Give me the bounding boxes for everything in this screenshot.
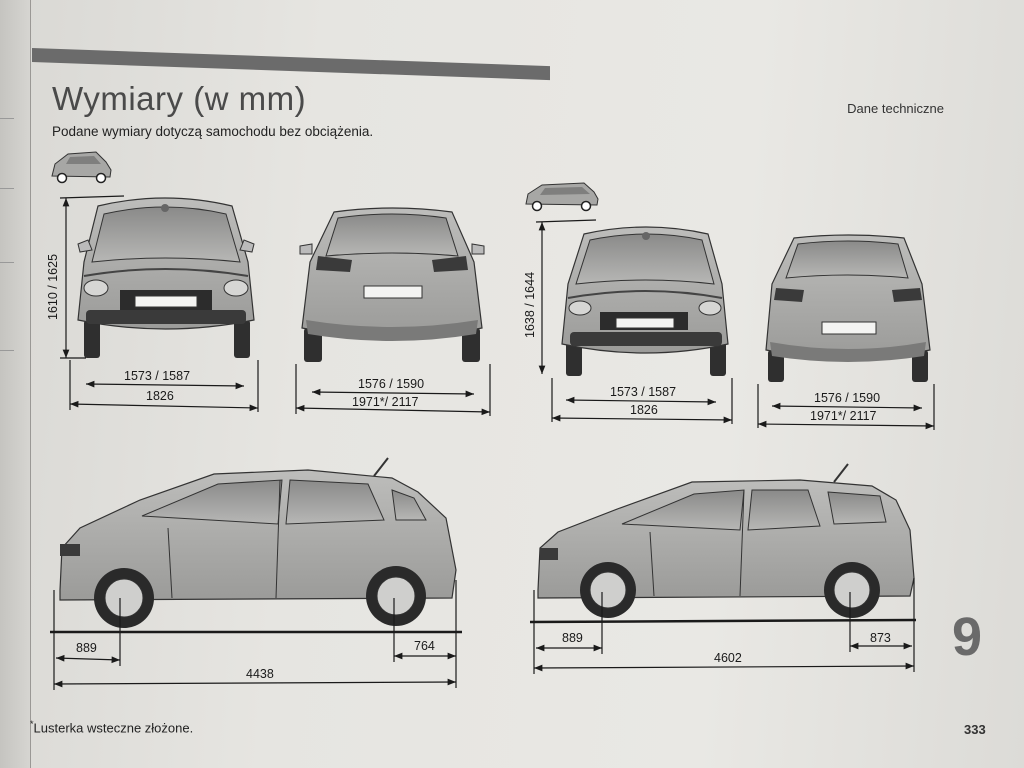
- grand-rear-width-label: 1971*/ 2117: [810, 409, 877, 423]
- chapter-number: 9: [952, 607, 983, 667]
- grand-car-icon: [525, 182, 599, 212]
- dimension-lines: [50, 195, 935, 690]
- footnote-marker: *: [30, 719, 34, 729]
- grand-rear-track-label: 1576 / 1590: [814, 391, 880, 405]
- grand-height-label: 1638 / 1644: [523, 272, 537, 338]
- compact-front-width-label: 1826: [146, 389, 174, 403]
- section-name: Dane techniczne: [847, 101, 944, 116]
- footnote-text: Lusterka wsteczne złożone.: [33, 720, 194, 736]
- footnote: *Lusterka wsteczne złożone.: [30, 719, 193, 735]
- grand-rear-view: [765, 234, 931, 382]
- grand-front-track-label: 1573 / 1587: [610, 385, 676, 399]
- compact-front-track-label: 1573 / 1587: [124, 369, 190, 383]
- page-subtitle: Podane wymiary dotyczą samochodu bez obc…: [52, 124, 374, 139]
- page-number: 333: [964, 722, 986, 737]
- compact-car-icon: [51, 151, 112, 184]
- grand-side-view: [537, 463, 915, 618]
- page-title: Wymiary (w mm): [52, 80, 307, 117]
- facing-page-edge: [0, 0, 31, 768]
- grand-front-overhang-label: 889: [562, 631, 583, 645]
- grand-front-view: [561, 226, 729, 376]
- compact-rear-overhang-label: 764: [414, 639, 435, 653]
- compact-side-view: [59, 457, 457, 628]
- grand-length-label: 4602: [714, 651, 742, 665]
- compact-front-view: [77, 197, 255, 358]
- compact-height-label: 1610 / 1625: [46, 254, 60, 320]
- compact-rear-view: [299, 207, 485, 362]
- compact-front-overhang-label: 889: [76, 641, 97, 655]
- grand-rear-overhang-label: 873: [870, 631, 891, 645]
- compact-rear-width-label: 1971*/ 2117: [352, 395, 419, 409]
- compact-length-label: 4438: [246, 667, 274, 681]
- compact-rear-track-label: 1576 / 1590: [358, 377, 424, 391]
- grand-front-width-label: 1826: [630, 403, 658, 417]
